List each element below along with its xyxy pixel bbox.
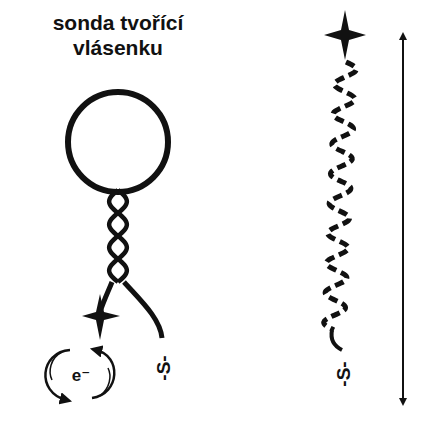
helix-strand	[324, 62, 357, 330]
electron-arrow-inner	[100, 368, 110, 396]
fluorophore-star	[82, 294, 120, 340]
linear-probe-end	[331, 330, 342, 350]
stem-strand	[109, 190, 127, 282]
strand-to-thiol	[124, 282, 162, 338]
linear-probe-helix	[324, 62, 357, 330]
length-arrow	[402, 36, 404, 402]
electron-arrow-inner	[50, 352, 62, 380]
probe-title: sonda tvořící vlásenku	[18, 10, 218, 60]
thiol-label: -S-	[332, 361, 354, 386]
fluorophore-star	[324, 10, 366, 60]
electron-arrow	[92, 350, 114, 398]
thiol-label: -S-	[152, 355, 174, 380]
stem-strand	[109, 190, 127, 282]
hairpin-loop	[68, 92, 168, 192]
hairpin-stem	[109, 190, 127, 282]
electron-label: e⁻	[72, 365, 90, 386]
electron-arrow	[45, 350, 70, 400]
